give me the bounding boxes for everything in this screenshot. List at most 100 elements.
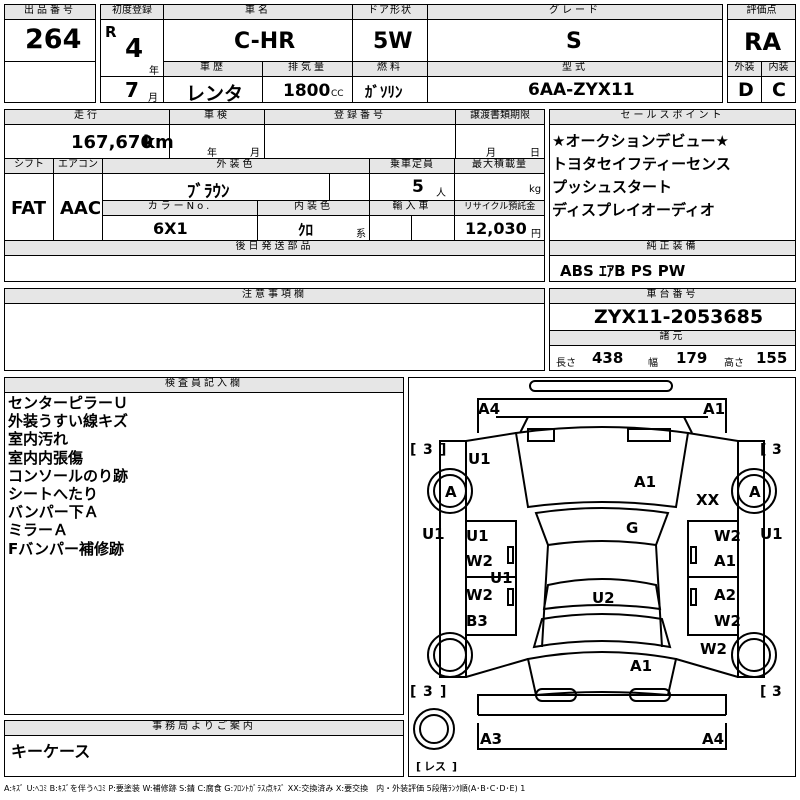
inspector-line: Fバンパー補修跡 xyxy=(8,539,124,558)
interior-color-header: 内装色 xyxy=(257,200,370,216)
dimensions-header: 諸元 xyxy=(549,330,796,346)
left-rear-tire-bracket: [ xyxy=(410,684,416,700)
car-name: C-HR xyxy=(234,29,296,54)
notes-cell xyxy=(4,303,545,371)
recycle-cell: 12,030 円 xyxy=(454,215,545,241)
height: 155 xyxy=(756,349,788,367)
door: 5W xyxy=(373,29,413,54)
trunk-outline xyxy=(526,651,678,697)
color-number-cell: 6X1 xyxy=(102,215,258,241)
interior-grade-cell: C xyxy=(761,76,796,103)
rear-bumper-strip xyxy=(535,688,577,702)
legend: A:ｷｽﾞ U:ﾍｺﾐ B:ｷｽﾞを伴うﾍｺﾐ P:要塗装 W:補修跡 S:錆 … xyxy=(4,784,526,793)
left-rear-wheel-outer xyxy=(427,632,473,678)
left-front-door-mark-a: U1 xyxy=(466,527,489,545)
rear-bumper-outline xyxy=(477,694,727,715)
right-front-fender-mark: XX xyxy=(696,491,720,509)
left-front-wheel-inner xyxy=(433,474,467,508)
transfer-day-unit: 日 xyxy=(530,148,540,159)
left-rear-handle xyxy=(507,588,514,606)
left-front-tire-bracket-close: ] xyxy=(440,442,446,458)
genuine-equipment-cell: ABS ｴｱB PS PW xyxy=(549,255,796,282)
max-load-header: 最大積載量 xyxy=(454,158,545,174)
notes-header: 注意事項欄 xyxy=(4,288,545,304)
sales-points-cell: ★オークションデビュー★ トヨタセイフティーセンス プッシュスタート ディスプレ… xyxy=(549,124,796,241)
max-load-unit: kg xyxy=(529,184,542,195)
lot-number: 264 xyxy=(25,24,82,55)
color-number-header: カラーNo. xyxy=(102,200,258,216)
right-front-door-mark-a: W2 xyxy=(714,527,741,545)
capacity: 5 xyxy=(412,177,424,197)
year-unit: 年 xyxy=(149,66,159,77)
later-parts-cell xyxy=(4,255,545,282)
genuine-equipment-header: 純正装備 xyxy=(549,240,796,256)
rear-bumper-strip-2 xyxy=(629,688,671,702)
right-rear-tire-count: 3 xyxy=(772,684,782,700)
left-front-tire-count: 3 xyxy=(423,442,433,458)
interior-color-cell: ｸﾛ 系 xyxy=(257,215,370,241)
chassis-number: ZYX11-2053685 xyxy=(594,306,764,328)
right-rear-wheel-inner xyxy=(737,638,771,672)
spare-bracket-close: ] xyxy=(452,760,457,773)
interior-color-unit: 系 xyxy=(356,229,366,240)
fuel: ｶﾞｿﾘﾝ xyxy=(365,83,403,101)
right-front-wheel-mark: A xyxy=(749,483,761,501)
right-front-door-mark-b: A1 xyxy=(714,552,736,570)
inspector-line: シートへたり xyxy=(8,485,99,504)
history-cell: レンタ xyxy=(163,76,263,105)
inspector-line: 外装うすい線キズ xyxy=(8,412,129,431)
registration-month: 7 xyxy=(125,78,139,102)
score-cell: RA xyxy=(727,19,796,62)
score-header: 評価点 xyxy=(727,4,796,20)
exterior-grade-header: 外装 xyxy=(727,61,762,77)
exterior-grade-cell: D xyxy=(727,76,762,103)
displacement: 1800 xyxy=(283,81,331,101)
spare-bracket: [ xyxy=(416,760,421,773)
left-center-pillar-mark: U1 xyxy=(490,569,513,587)
right-rear-tire-bracket: [ xyxy=(760,684,766,700)
exterior-color-cell: ﾌﾞﾗｳﾝ xyxy=(102,173,330,202)
mileage: 167,670 xyxy=(71,132,153,153)
door-cell: 5W xyxy=(352,19,428,62)
damage-diagram-frame xyxy=(408,377,796,777)
right-rear-door-mark-b: W2 xyxy=(714,612,741,630)
lot-number-cell: 264 xyxy=(4,19,96,62)
inspector-line: 室内汚れ xyxy=(8,430,69,449)
rear-window-outline xyxy=(532,613,672,649)
left-front-tire-bracket: [ xyxy=(410,442,416,458)
left-front-fender-mark: U1 xyxy=(468,450,491,468)
length: 438 xyxy=(592,349,624,367)
exterior-color-header: 外装色 xyxy=(102,158,370,174)
interior-grade-header: 内装 xyxy=(761,61,796,77)
inspector-line: コンソールのり跡 xyxy=(8,466,129,485)
registration-year: 4 xyxy=(125,34,144,64)
era: R xyxy=(105,23,117,41)
registration-number-header: 登録番号 xyxy=(264,109,456,125)
left-rear-link xyxy=(465,658,529,678)
left-rear-door-mark-b: B3 xyxy=(466,612,488,630)
first-registration-month-cell: 7 月 xyxy=(100,76,164,104)
inspection-cell: 年 月 xyxy=(169,124,265,159)
left-rear-tire-bracket-close: ] xyxy=(440,684,446,700)
inspector-lines: センターピラーＵ 外装うすい線キズ 室内汚れ 室内内張傷 コンソールのり跡 シー… xyxy=(8,394,128,558)
right-rear-fender-mark: W2 xyxy=(700,640,727,658)
model: 6AA-ZYX11 xyxy=(528,80,635,100)
capacity-header: 乗車定員 xyxy=(369,158,455,174)
lot-number-header: 出品番号 xyxy=(4,4,96,20)
spare-label: レス xyxy=(424,760,446,773)
left-rear-door-mark-a: W2 xyxy=(466,586,493,604)
max-load-cell: kg xyxy=(454,173,545,201)
bonnet-outline xyxy=(519,416,693,434)
first-registration-cell: R 4 年 xyxy=(100,19,164,77)
transfer-month-unit: 月 xyxy=(486,148,496,159)
shift-cell: FAT xyxy=(4,173,54,241)
front-right-corner-mark: A1 xyxy=(703,400,725,418)
right-rear-door-mark-a: A2 xyxy=(714,586,736,604)
lot-number-cell-bottom xyxy=(4,61,96,103)
import-cell-2 xyxy=(411,215,455,241)
score: RA xyxy=(744,28,782,56)
width-label: 幅 xyxy=(648,358,658,369)
ac-cell: AAC xyxy=(53,173,103,241)
trunk-mark: A1 xyxy=(630,657,652,675)
grade: S xyxy=(566,29,582,54)
